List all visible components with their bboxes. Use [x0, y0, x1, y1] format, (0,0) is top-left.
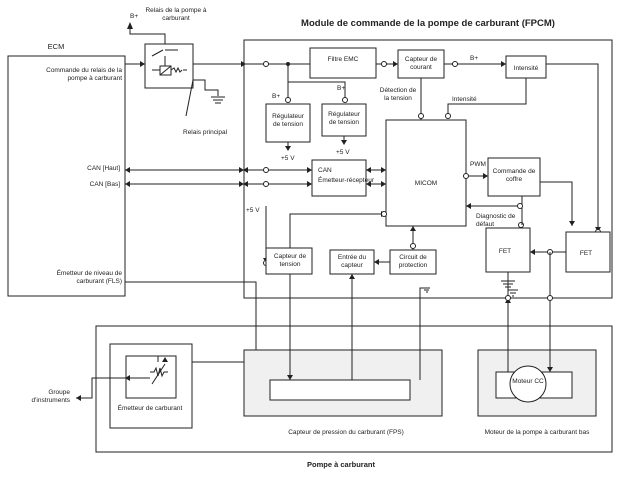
- relay-switch-icon: [151, 49, 187, 76]
- fet-right-label: FET: [580, 250, 592, 257]
- motor-label: Moteur CC: [512, 378, 544, 385]
- pwm-label: PWM: [470, 161, 486, 168]
- main-relay-label: Relais principal: [183, 129, 228, 136]
- reg2-5v-label: +5 V: [336, 149, 350, 156]
- fet-right-box: [565, 231, 611, 273]
- reg1-bplus-label: B+: [272, 93, 280, 100]
- motor-caption: Moteur de la pompe à carburant bas: [485, 429, 591, 436]
- voltage-sensor-box: [265, 247, 313, 275]
- ecm-box: [7, 55, 126, 297]
- fet-ground-icon: [501, 280, 515, 288]
- can-transceiver-label-2: Émetteur-récepteur: [318, 175, 375, 184]
- fpcm-module-box: [243, 39, 613, 299]
- fuel-sender-inner: [125, 355, 177, 399]
- relay-box: [144, 43, 194, 89]
- motor-icon: [509, 365, 547, 403]
- intensity-label: Intensité: [514, 65, 539, 72]
- reg1-5v-label: +5 V: [281, 155, 295, 162]
- intensity-signal-label: Intensité: [452, 96, 477, 103]
- fuel-sender-label: Émetteur de carburant: [118, 403, 183, 412]
- fpcm-title: Module de commande de la pompe de carbur…: [301, 18, 555, 29]
- ecm-can-low-label: CAN [Bas]: [90, 181, 121, 188]
- fuel-sender-icon: [125, 356, 168, 385]
- fuel-pump-box: [95, 325, 613, 453]
- ecm-title: ECM: [48, 42, 65, 51]
- bplus-label-right: B+: [470, 55, 478, 62]
- main-5v-label: +5 V: [246, 207, 260, 214]
- relay-ground-wire: [193, 79, 219, 96]
- relay-bplus-label: B+: [130, 13, 138, 20]
- fps-label: Capteur de pression du carburant (FPS): [288, 429, 404, 436]
- voltage-regulator-2-box: [321, 103, 367, 137]
- voltage-regulator-1-box: [265, 103, 311, 143]
- protection-ground-icon: [422, 287, 430, 293]
- relay-bplus-arrow: [127, 22, 133, 29]
- can-transceiver-box: [311, 159, 367, 197]
- ground-icon: [211, 96, 225, 104]
- reg2-bplus-label: B+: [337, 85, 345, 92]
- micom-box: [385, 119, 467, 227]
- drive-box: [487, 157, 541, 197]
- fuel-pump-title: Pompe à carburant: [307, 460, 375, 469]
- protection-box: [389, 249, 437, 275]
- main-relay-wire: [185, 79, 194, 117]
- emc-filter-label: Filtre EMC: [328, 56, 359, 63]
- motor-ground-icon: [508, 289, 518, 297]
- current-sensor-box: [397, 49, 445, 79]
- fet-left-label: FET: [499, 248, 511, 255]
- relay-bplus-wire: [129, 29, 166, 44]
- ecm-can-high-label: CAN [Haut]: [87, 165, 120, 172]
- fet-left-box: [485, 227, 531, 273]
- fls-wire: [125, 281, 257, 298]
- fps-inner: [269, 379, 411, 401]
- micom-label: MICOM: [415, 180, 437, 187]
- can-transceiver-label-1: CAN: [318, 167, 332, 174]
- emc-filter-box: [309, 47, 377, 79]
